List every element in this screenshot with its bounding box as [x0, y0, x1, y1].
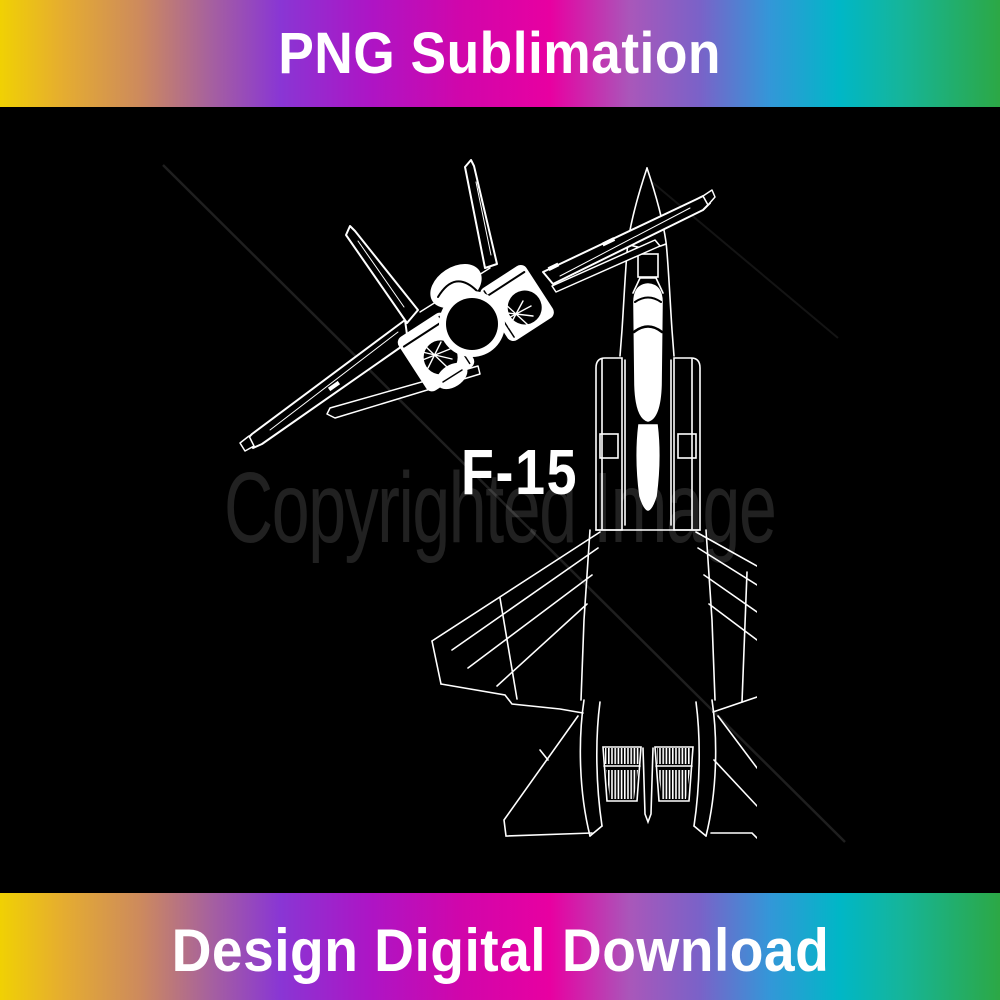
top-banner: PNG Sublimation	[0, 0, 1000, 107]
bottom-banner-label: Design Digital Download	[171, 916, 829, 984]
f15-model-label: F-15	[461, 436, 579, 508]
f15-front-view-art	[239, 159, 716, 452]
top-banner-label: PNG Sublimation	[278, 20, 722, 86]
bottom-banner: Design Digital Download	[0, 893, 1000, 1000]
watermark-text: Copyrighted Image	[224, 452, 777, 564]
f15-top-view-art	[431, 167, 757, 839]
